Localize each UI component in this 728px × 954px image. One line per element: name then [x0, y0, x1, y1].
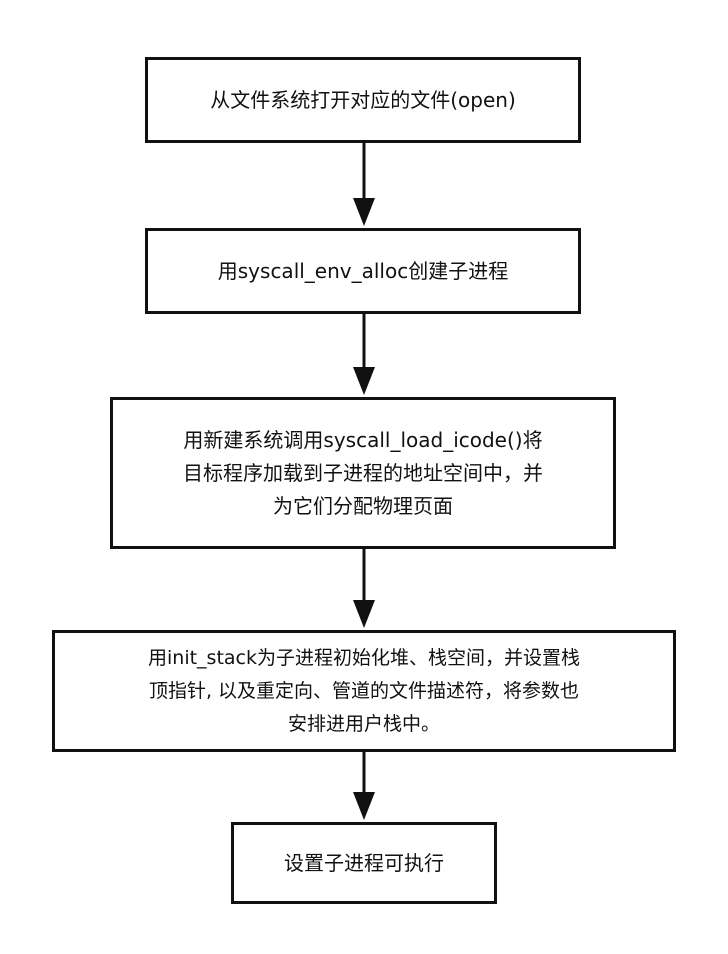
step-set-runnable: 设置子进程可执行 — [231, 822, 497, 904]
arrowhead-icon — [353, 367, 375, 395]
arrow-step3-to-step4 — [353, 549, 375, 628]
arrow-step1-to-step2 — [353, 143, 375, 226]
step-load-icode: 用新建系统调用syscall_load_icode()将 目标程序加载到子进程的… — [110, 397, 616, 549]
arrowhead-icon — [353, 198, 375, 226]
step-open-file: 从文件系统打开对应的文件(open) — [145, 57, 581, 143]
step-load-icode-line-1: 用新建系统调用syscall_load_icode()将 — [183, 427, 543, 452]
step-create-child-process: 用syscall_env_alloc创建子进程 — [145, 228, 581, 314]
step-create-child-process-line-1: 用syscall_env_alloc创建子进程 — [217, 258, 509, 283]
arrowhead-icon — [353, 600, 375, 628]
step-set-runnable-line-1: 设置子进程可执行 — [284, 850, 444, 875]
arrowhead-icon — [353, 792, 375, 820]
arrow-step2-to-step3 — [353, 314, 375, 395]
step-init-stack-line-2: 顶指针, 以及重定向、管道的文件描述符，将参数也 — [148, 679, 580, 702]
step-load-icode-line-3: 为它们分配物理页面 — [273, 493, 453, 518]
step-open-file-line-1: 从文件系统打开对应的文件(open) — [210, 87, 516, 112]
arrow-step4-to-step5 — [353, 752, 375, 820]
step-init-stack-line-3: 安排进用户栈中。 — [287, 712, 440, 735]
step-init-stack: 用init_stack为子进程初始化堆、栈空间，并设置栈 顶指针, 以及重定向、… — [52, 630, 676, 752]
step-load-icode-line-2: 目标程序加载到子进程的地址空间中，并 — [183, 460, 543, 485]
step-init-stack-line-1: 用init_stack为子进程初始化堆、栈空间，并设置栈 — [148, 646, 580, 669]
